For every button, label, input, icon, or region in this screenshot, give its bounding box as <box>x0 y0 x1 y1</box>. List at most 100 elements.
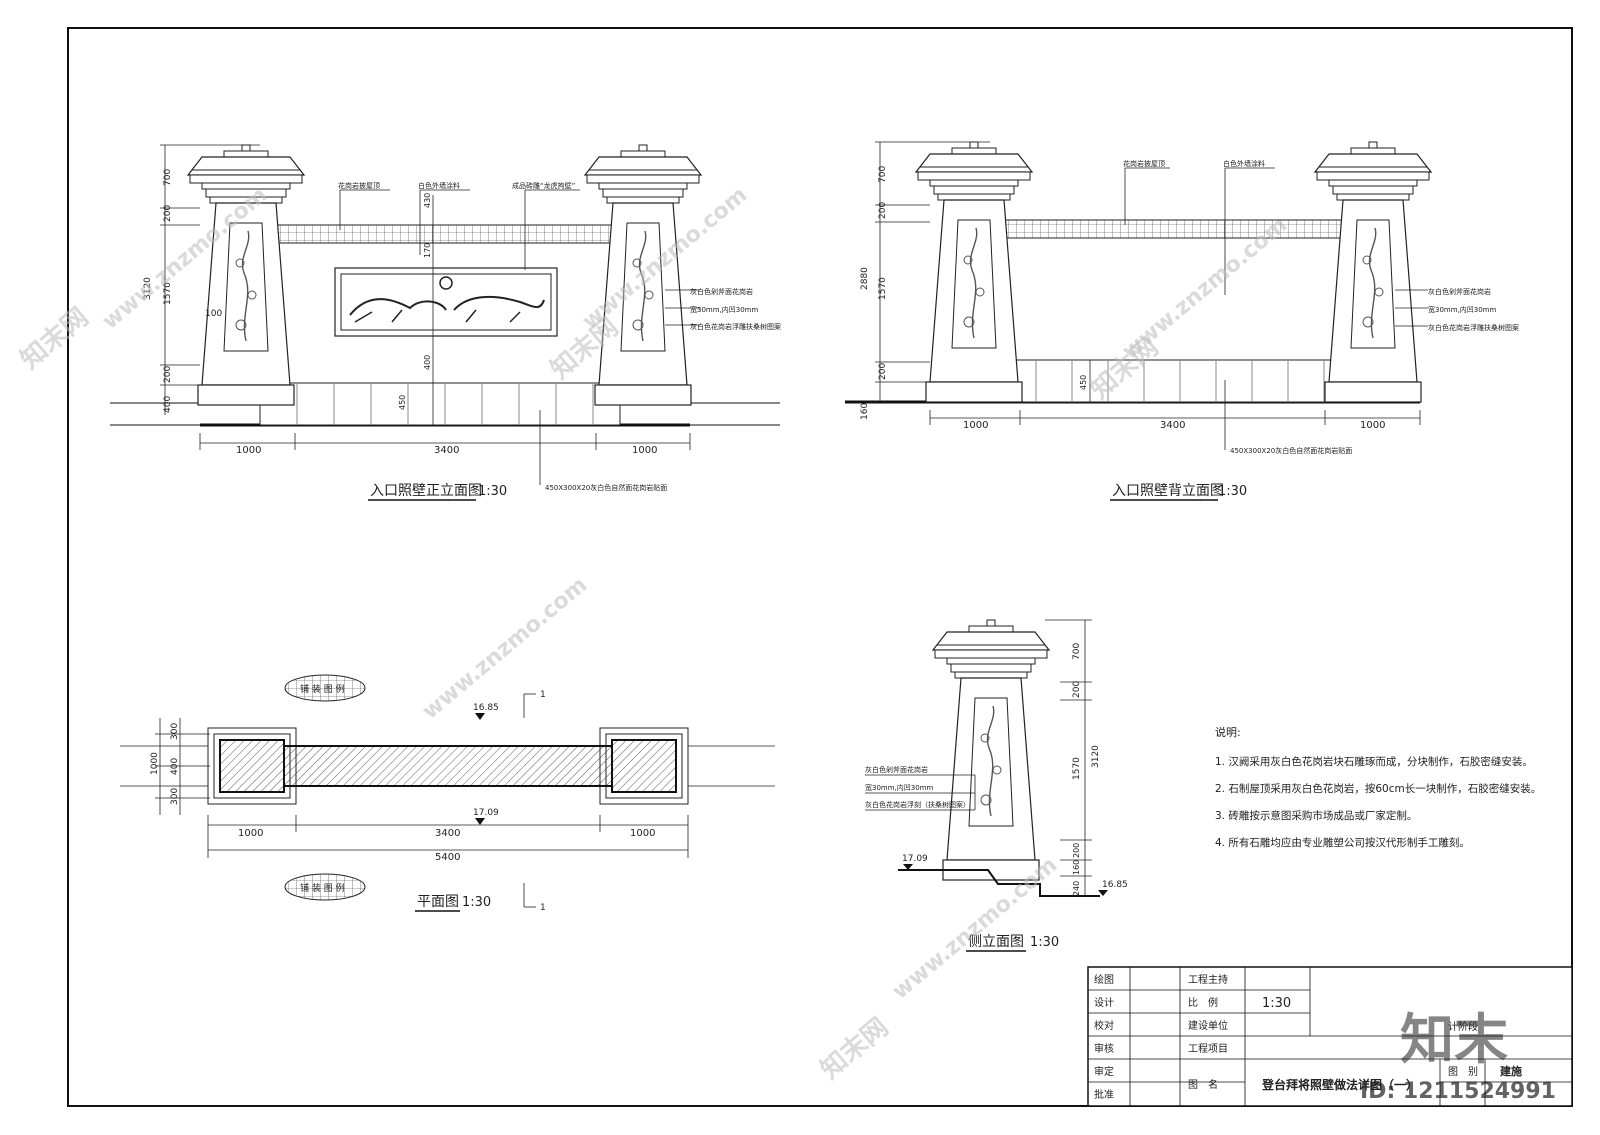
watermark-site-4: www.znzmo.com <box>418 573 592 725</box>
plan-dim-v-400: 400 <box>170 758 180 775</box>
plan-elev-bottom: 17.09 <box>473 808 499 818</box>
front-elevation: 700 200 1570 200 400 3120 430 170 400 45… <box>110 144 781 501</box>
back-dim-200: 200 <box>878 202 888 219</box>
back-dim-700: 700 <box>878 166 888 183</box>
plan-dim-h-1000a: 1000 <box>238 828 263 839</box>
side-label-3: 灰白色花岗岩浮刻（扶桑树图案） <box>865 800 970 809</box>
title-block: 绘图 设计 校对 审核 审定 批准 工程主持 比 例 建设单位 工程项目 图 名… <box>1087 966 1573 1107</box>
tb-category-value: 建施 <box>1500 1064 1522 1078</box>
tb-project-lead: 工程主持 <box>1188 973 1228 986</box>
side-dim-200: 200 <box>1072 681 1082 698</box>
side-dim-700: 700 <box>1072 643 1082 660</box>
tb-draw: 绘图 <box>1094 973 1114 986</box>
tb-scale-value: 1:30 <box>1262 996 1291 1011</box>
front-label-relief: 成品砖雕“龙虎拘壁” <box>512 181 575 190</box>
front-dim-200: 200 <box>163 205 173 222</box>
tb-review: 审核 <box>1094 1042 1114 1055</box>
side-label-2: 宽30mm,内凹30mm <box>865 783 933 792</box>
notes-item-4: 4. 所有石雕均应由专业雕塑公司按汉代形制手工雕刻。 <box>1215 836 1470 849</box>
plan-elev-top: 16.85 <box>473 703 499 713</box>
front-dim-400b: 400 <box>423 355 432 370</box>
side-label-1: 灰白色剁斧面花岗岩 <box>865 765 928 774</box>
plan-section-mark-bottom: 1 <box>540 903 546 913</box>
back-dim-2880: 2880 <box>860 267 870 290</box>
front-dim-h-1000a: 1000 <box>236 445 261 456</box>
side-elev-right: 16.85 <box>1102 880 1128 890</box>
watermark-id: ID: 1211524991 <box>1360 1079 1556 1104</box>
front-scale: 1:30 <box>478 484 507 499</box>
front-side-label-3: 灰白色花岗岩浮雕扶桑树图案 <box>690 322 781 331</box>
tb-client: 建设单位 <box>1188 1019 1228 1032</box>
back-dim-160: 160 <box>860 403 870 420</box>
back-side-label-2: 宽30mm,内凹30mm <box>1428 305 1496 314</box>
front-paving-label: 450X300X20灰白色自然面花岗岩贴面 <box>545 483 667 492</box>
side-dim-3120: 3120 <box>1091 745 1101 768</box>
plan-paving-tag-bottom: 铺 装 图 例 <box>300 882 345 894</box>
tb-approve: 审定 <box>1094 1065 1114 1078</box>
front-dim-1570: 1570 <box>163 282 173 305</box>
back-dim-h-1000a: 1000 <box>963 420 988 431</box>
front-dim-170: 170 <box>423 243 432 258</box>
side-elevation: 700 200 1570 3120 200 160 240 17.09 16.8… <box>865 619 1128 952</box>
front-dim-3120: 3120 <box>143 277 153 300</box>
watermark-brand-4: 知末网 <box>815 1012 894 1085</box>
plan-dim-v-300a: 300 <box>170 723 180 740</box>
plan-view: 铺 装 图 例 铺 装 图 例 <box>120 674 775 913</box>
plan-dim-h-5400: 5400 <box>435 852 460 863</box>
side-scale: 1:30 <box>1030 935 1059 950</box>
front-title: 入口照壁正立面图 <box>370 483 482 499</box>
back-title: 入口照壁背立面图 <box>1112 483 1224 499</box>
tb-check: 校对 <box>1094 1019 1114 1032</box>
back-label-roof: 花岗岩披屋顶 <box>1123 159 1165 168</box>
relief-panel <box>334 267 558 337</box>
side-elev-left: 17.09 <box>902 854 928 864</box>
back-side-label-1: 灰白色剁斧面花岗岩 <box>1428 287 1491 296</box>
front-dim-200b: 200 <box>163 366 173 383</box>
back-paving-label: 450X300X20灰白色自然面花岗岩贴面 <box>1230 446 1352 455</box>
tb-drawing-name-label: 图 名 <box>1188 1078 1218 1091</box>
side-dim-160: 160 <box>1072 860 1081 875</box>
front-dim-h-3400: 3400 <box>434 445 459 456</box>
back-dim-200b: 200 <box>878 363 888 380</box>
plan-dim-v-300b: 300 <box>170 788 180 805</box>
front-dim-400: 400 <box>163 396 173 413</box>
side-dim-1570: 1570 <box>1072 757 1082 780</box>
notes: 说明: 1. 汉阙采用灰白色花岗岩块石雕琢而成，分块制作，石胶密缝安装。 2. … <box>1215 725 1541 849</box>
notes-item-2: 2. 石制屋顶采用灰白色花岗岩，按60cm长一块制作，石胶密缝安装。 <box>1215 782 1541 795</box>
tb-design-stage: 计阶段 <box>1448 1020 1478 1033</box>
front-side-label-1: 灰白色剁斧面花岗岩 <box>690 287 753 296</box>
tb-drawing-name: 登台拜将照壁做法详图（一） <box>1261 1077 1418 1092</box>
side-title: 侧立面图 <box>968 934 1024 950</box>
back-dim-h-3400: 3400 <box>1160 420 1185 431</box>
plan-dim-h-1000b: 1000 <box>630 828 655 839</box>
tb-scale-label: 比 例 <box>1188 996 1218 1009</box>
tb-authorize: 批准 <box>1094 1088 1114 1101</box>
tb-category-label: 图 别 <box>1448 1066 1478 1078</box>
front-dim-430: 430 <box>423 193 432 208</box>
plan-title: 平面图 <box>417 894 459 910</box>
plan-dim-h-3400: 3400 <box>435 828 460 839</box>
notes-item-1: 1. 汉阙采用灰白色花岗岩块石雕琢而成，分块制作，石胶密缝安装。 <box>1215 755 1533 768</box>
front-dim-h-1000b: 1000 <box>632 445 657 456</box>
front-side-label-2: 宽30mm,内凹30mm <box>690 305 758 314</box>
notes-item-3: 3. 砖雕按示意图采购市场成品或厂家定制。 <box>1215 809 1417 822</box>
plan-scale: 1:30 <box>462 895 491 910</box>
plan-paving-tag-top: 铺 装 图 例 <box>300 683 345 695</box>
front-label-paint: 白色外墙涂料 <box>418 181 460 190</box>
back-elevation: 700 200 1570 200 2880 160 450 1000 3400 … <box>845 141 1519 501</box>
watermark-brand-1: 知末网 <box>15 302 94 375</box>
back-dim-450: 450 <box>1079 375 1088 390</box>
back-scale: 1:30 <box>1218 484 1247 499</box>
front-dim-100: 100 <box>205 309 222 319</box>
back-dim-h-1000b: 1000 <box>1360 420 1385 431</box>
back-label-paint: 白色外墙涂料 <box>1223 159 1265 168</box>
front-label-roof: 花岗岩披屋顶 <box>338 181 380 190</box>
side-dim-240: 240 <box>1072 881 1081 896</box>
watermark-logo: 知末 <box>1400 1008 1508 1071</box>
plan-section-mark-top: 1 <box>540 690 546 700</box>
front-dim-450: 450 <box>398 395 407 410</box>
side-dim-200b: 200 <box>1072 843 1081 858</box>
front-dim-700: 700 <box>163 169 173 186</box>
